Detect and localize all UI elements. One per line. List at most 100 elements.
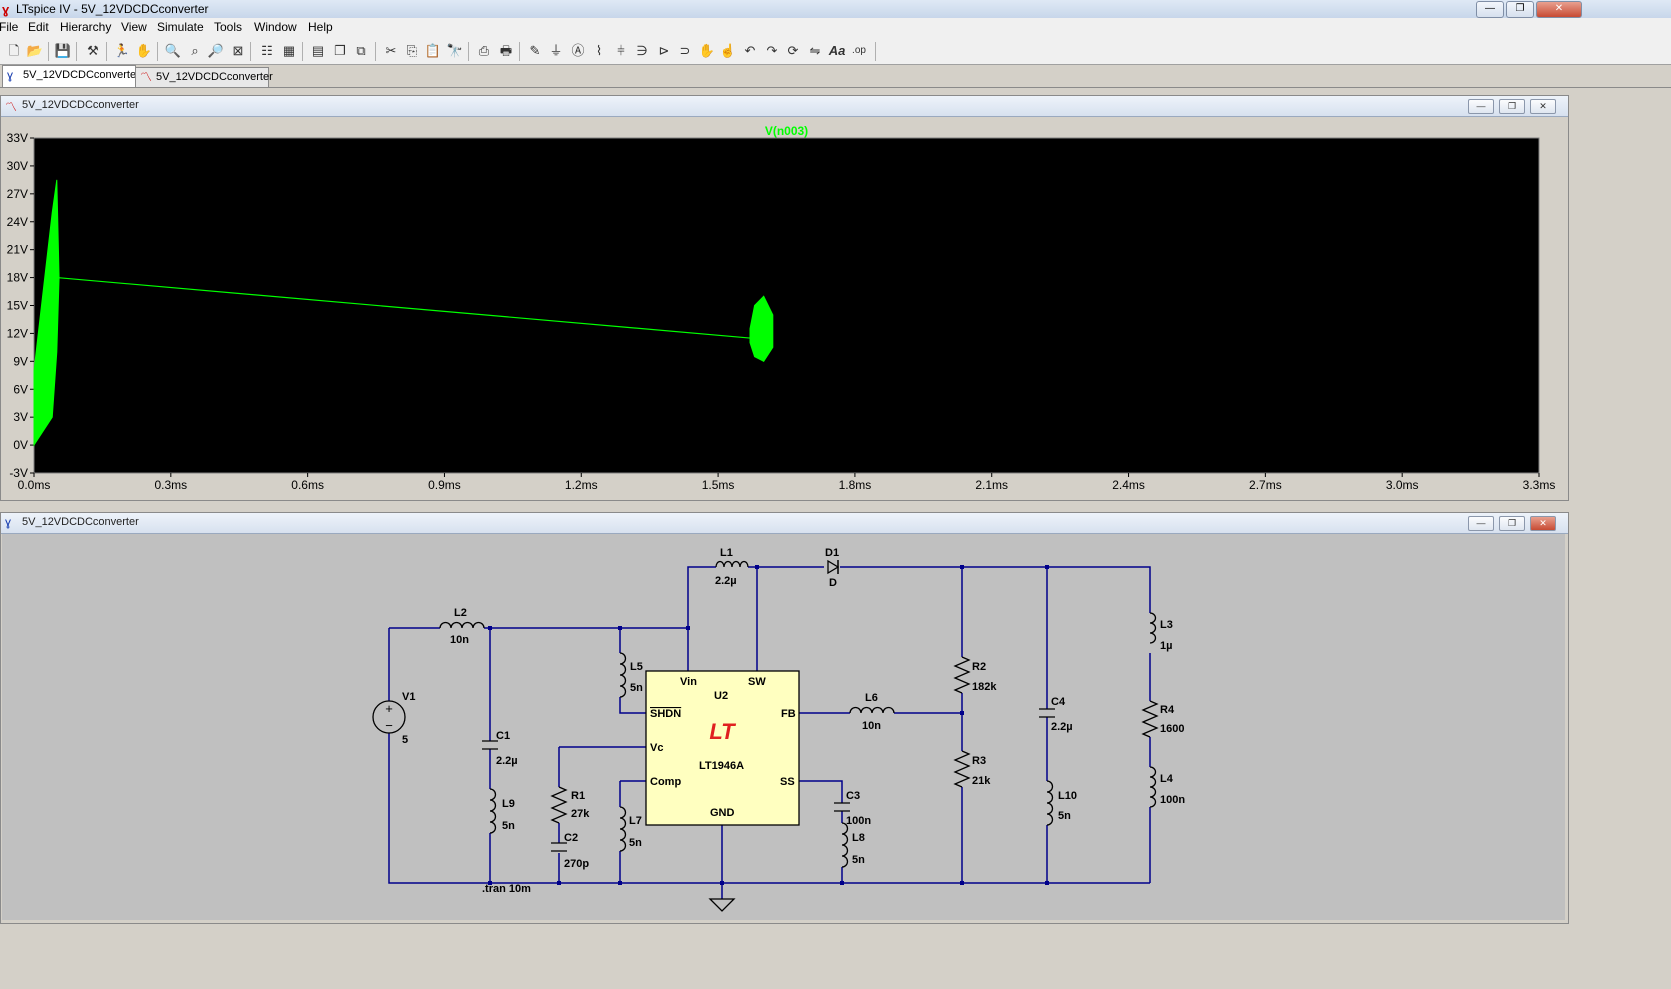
find-icon[interactable]: 🔭 [446, 43, 464, 58]
toolbar-separator [302, 42, 303, 61]
print-preview-icon[interactable]: ⎙ [478, 43, 490, 58]
pane-close-button[interactable]: ✕ [1530, 516, 1556, 531]
pane-minimize-button[interactable]: — [1468, 516, 1494, 531]
ic-U2[interactable]: Vin SW U2 SHDN FB Vc LT1946A Comp SS GND… [645, 670, 800, 826]
inductor-L4-symbol [1149, 766, 1157, 808]
label-C3-ref: C3 [846, 790, 860, 802]
halt-icon[interactable]: ✋ [135, 43, 153, 58]
y-tick-label: 21V [7, 243, 28, 257]
tile-vertical-icon[interactable]: ▤ [311, 43, 325, 58]
label-L1-value: 2.2µ [715, 575, 737, 587]
rotate-icon[interactable]: ⟳ [787, 43, 799, 58]
resistor-R4-symbol [1141, 700, 1159, 738]
inductor-icon[interactable]: ∋ [636, 43, 648, 58]
x-tick-label: 0.0ms [18, 478, 51, 492]
label-C4-ref: C4 [1051, 696, 1066, 708]
menu-tools[interactable]: Tools [214, 20, 243, 34]
label-C1-value: 2.2µ [496, 755, 518, 767]
zoom-area-icon[interactable]: ⌕ [191, 43, 199, 58]
waveform-icon: 〽 [5, 100, 18, 114]
label-L10-ref: L10 [1058, 790, 1077, 802]
pane-close-button[interactable]: ✕ [1530, 99, 1556, 114]
zoom-fit-icon[interactable]: ⊠ [232, 43, 244, 58]
label-L6-ref: L6 [865, 692, 878, 704]
run-icon[interactable]: 🏃 [113, 43, 131, 58]
schematic-canvas[interactable]: + − Vin SW U2 SHDN FB Vc LT1946A Comp SS… [2, 534, 1565, 920]
cascade-icon[interactable]: ❐ [334, 43, 346, 58]
window-minimize-button[interactable]: — [1476, 1, 1504, 18]
y-tick-label: 12V [7, 326, 28, 340]
y-tick-label: 24V [7, 215, 28, 229]
toolbar-separator [375, 42, 376, 61]
y-tick-label: 27V [7, 187, 28, 201]
menu-window[interactable]: Window [254, 20, 297, 34]
pan-icon[interactable]: ⧉ [356, 43, 366, 58]
label-C2-ref: C2 [564, 832, 578, 844]
menu-hierarchy[interactable]: Hierarchy [60, 20, 112, 34]
menu-file[interactable]: File [0, 20, 19, 34]
wire-icon[interactable]: ✎ [529, 43, 541, 58]
menu-edit[interactable]: Edit [28, 20, 49, 34]
document-tabbar: ɣ 5V_12VDCDCconverter 〽 5V_12VDCDCconver… [0, 65, 1671, 88]
zoom-out-icon[interactable]: 🔎 [207, 43, 225, 58]
undo-icon[interactable]: ↶ [744, 43, 756, 58]
new-schematic-icon[interactable]: 🗋 [8, 43, 20, 58]
open-icon[interactable]: 📂 [26, 43, 44, 58]
pane-minimize-button[interactable]: — [1468, 99, 1494, 114]
tab-schematic[interactable]: ɣ 5V_12VDCDCconverter [2, 65, 140, 87]
component-icon[interactable]: ⊃ [679, 43, 691, 58]
ic-pin-vin: Vin [680, 676, 697, 688]
move-icon[interactable]: ✋ [698, 43, 716, 58]
plot-area [33, 137, 1540, 474]
capacitor-icon[interactable]: ⫩ [617, 43, 625, 58]
x-tick-label: 2.1ms [975, 478, 1008, 492]
label-L8-ref: L8 [852, 832, 865, 844]
label-C1-ref: C1 [496, 730, 510, 742]
label-L3-value: 1µ [1160, 640, 1172, 652]
label-C4-value: 2.2µ [1051, 721, 1073, 733]
text-icon[interactable]: Aa [828, 43, 846, 58]
pane-maximize-button[interactable]: ❐ [1499, 99, 1525, 114]
zoom-in-icon[interactable]: 🔍 [164, 43, 182, 58]
ground-icon[interactable]: ⏚ [549, 43, 563, 58]
menu-view[interactable]: View [121, 20, 147, 34]
tile-horizontal-icon[interactable]: ▦ [282, 43, 296, 58]
save-icon[interactable]: 💾 [54, 43, 72, 58]
menu-simulate[interactable]: Simulate [157, 20, 204, 34]
y-tick-label: 6V [13, 382, 28, 396]
window-maximize-button[interactable]: ❐ [1506, 1, 1534, 18]
diode-icon[interactable]: ⊳ [658, 43, 670, 58]
x-tick-label: 1.5ms [702, 478, 735, 492]
trace-line [56, 276, 751, 339]
label-icon[interactable]: Ⓐ [571, 43, 585, 58]
print-icon[interactable]: 🖶 [499, 43, 513, 58]
inductor-L2-symbol [439, 621, 485, 629]
window-close-button[interactable]: ✕ [1536, 1, 1582, 18]
spice-directive-icon[interactable]: .op [852, 45, 866, 56]
schematic-icon: ɣ [5, 515, 12, 529]
pane-maximize-button[interactable]: ❐ [1499, 516, 1525, 531]
resistor-icon[interactable]: ⌇ [595, 43, 603, 58]
waveform-pane-title: 5V_12VDCDCconverter [22, 99, 139, 111]
mirror-icon[interactable]: ⇋ [809, 43, 821, 58]
paste-icon[interactable]: 📋 [424, 43, 442, 58]
redo-icon[interactable]: ↷ [766, 43, 778, 58]
drag-icon[interactable]: ☝ [719, 43, 737, 58]
label-L10-value: 5n [1058, 810, 1071, 822]
cut-icon[interactable]: ✂ [385, 43, 397, 58]
autorange-icon[interactable]: ☷ [261, 43, 273, 58]
label-L2-ref: L2 [454, 607, 467, 619]
trace-title: V(n003) [765, 124, 808, 138]
waveform-pane-titlebar: 〽 5V_12VDCDCconverter — ❐ ✕ [1, 96, 1568, 117]
copy-icon[interactable]: ⎘ [406, 43, 418, 58]
toolbar-separator [157, 42, 158, 61]
schematic-icon: ɣ [7, 68, 14, 82]
label-V1-value: 5 [402, 734, 408, 746]
menu-help[interactable]: Help [308, 20, 333, 34]
ic-pin-gnd: GND [710, 807, 735, 819]
label-R2-ref: R2 [972, 661, 986, 673]
waveform-plot[interactable]: V(n003)33V30V27V24V21V18V15V12V9V6V3V0V-… [1, 117, 1566, 499]
control-panel-icon[interactable]: ⚒ [87, 43, 99, 58]
tab-waveform[interactable]: 〽 5V_12VDCDCconverter [135, 67, 273, 87]
wires [388, 566, 1151, 899]
